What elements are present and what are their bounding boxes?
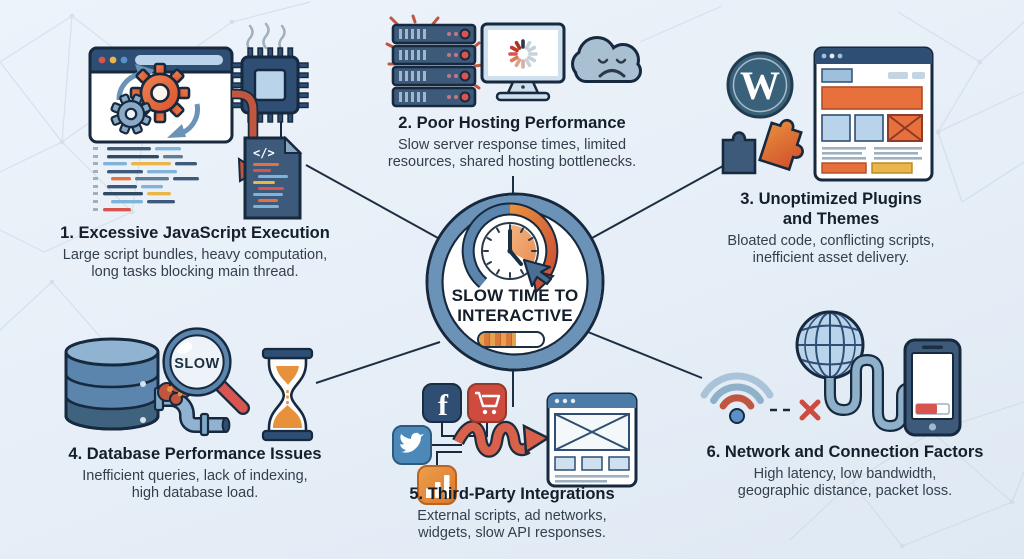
puzzle-pieces-icon	[721, 118, 804, 175]
code-tag-glyph: </>	[253, 146, 275, 160]
item2-text-block: 2. Poor Hosting Performance Slow server …	[358, 114, 666, 171]
item1-graphic: </>	[88, 22, 309, 220]
loading-spinner-icon	[508, 39, 538, 69]
hub-label-line2: INTERACTIVE	[457, 306, 573, 326]
twitter-icon	[392, 425, 432, 465]
hub-progress-bar	[477, 331, 545, 348]
item3-text-block: 3. Unoptimized Plugins and Themes Bloate…	[700, 190, 962, 267]
smartphone-icon	[903, 338, 962, 437]
wifi-icon	[700, 372, 774, 424]
item3-title: 3. Unoptimized Plugins and Themes	[740, 190, 922, 228]
slow-label: SLOW	[174, 356, 220, 372]
wavy-arrow-icon	[452, 420, 551, 458]
browser-address-bar	[135, 55, 223, 65]
facebook-f-glyph: f	[438, 389, 449, 422]
cable-icon	[824, 354, 916, 432]
browser-dot-blue	[120, 56, 128, 64]
hub-progress-fill	[479, 333, 517, 346]
item2-body: Slow server response times, limited reso…	[387, 136, 637, 170]
browser-gears-icon	[88, 46, 234, 144]
hub-graphic	[425, 192, 605, 372]
database-pipe-icon	[64, 337, 231, 437]
wordpress-icon: W	[726, 51, 794, 119]
gear-large	[129, 62, 191, 124]
globe-icon	[795, 310, 865, 380]
item3-body: Bloated code, conflicting scripts, ineff…	[727, 232, 935, 266]
item1-text-block: 1. Excessive JavaScript Execution Large …	[30, 224, 360, 281]
analytics-icon	[417, 465, 457, 505]
item5-body: External scripts, ad networks, widgets, …	[417, 507, 607, 541]
item4-body: Inefficient queries, lack of indexing, h…	[82, 467, 308, 501]
wordpress-w-glyph: W	[740, 63, 780, 108]
facebook-icon: f	[422, 383, 462, 423]
item5-text-block: 5. Third-Party Integrations External scr…	[382, 485, 642, 542]
webpage-mockup-icon	[813, 46, 934, 182]
spoke-item6	[587, 331, 703, 379]
item3-graphic: W	[721, 46, 934, 182]
red-x-icon	[799, 399, 821, 421]
broken-image-box	[887, 114, 923, 142]
item6-title: 6. Network and Connection Factors	[706, 443, 984, 461]
phone-progress-bar	[915, 403, 950, 415]
hub-label-line1: SLOW TIME TO	[451, 286, 579, 305]
hub-label: SLOW TIME TO INTERACTIVE	[425, 286, 605, 326]
item6-graphic	[700, 310, 962, 437]
cpu-chip-icon	[231, 22, 309, 138]
item5-title: 5. Third-Party Integrations	[409, 485, 615, 503]
code-file-icon: </>	[243, 135, 303, 220]
item5-graphic: f	[392, 383, 638, 505]
gear-small	[110, 93, 152, 135]
clock-hands	[508, 229, 523, 266]
spoke-item4	[315, 341, 441, 384]
item6-body: High latency, low bandwidth, geographic …	[737, 465, 953, 499]
item1-body: Large script bundles, heavy computation,…	[62, 246, 328, 280]
clock-speed-cursor-icon	[461, 202, 559, 294]
browser-dot-red	[98, 56, 106, 64]
item4-title: 4. Database Performance Issues	[68, 445, 322, 463]
cart-icon	[467, 383, 507, 423]
cursor-icon	[522, 258, 553, 288]
sad-cloud-icon	[571, 36, 642, 83]
item6-text-block: 6. Network and Connection Factors High l…	[680, 443, 1010, 500]
server-rack-icon	[385, 14, 484, 108]
item2-title: 2. Poor Hosting Performance	[398, 114, 626, 132]
item4-graphic: SLOW	[64, 327, 314, 442]
loading-monitor-icon	[480, 22, 566, 102]
magnifier-slow-icon: SLOW	[162, 327, 250, 415]
webpage-wireframe-icon	[546, 392, 638, 488]
item1-title: 1. Excessive JavaScript Execution	[60, 224, 330, 242]
item2-graphic	[385, 14, 642, 108]
spoke-item1	[305, 164, 439, 239]
item4-text-block: 4. Database Performance Issues Inefficie…	[30, 445, 360, 502]
code-lines-icon	[93, 140, 199, 212]
hourglass-icon	[261, 347, 314, 442]
browser-dot-yellow	[109, 56, 117, 64]
